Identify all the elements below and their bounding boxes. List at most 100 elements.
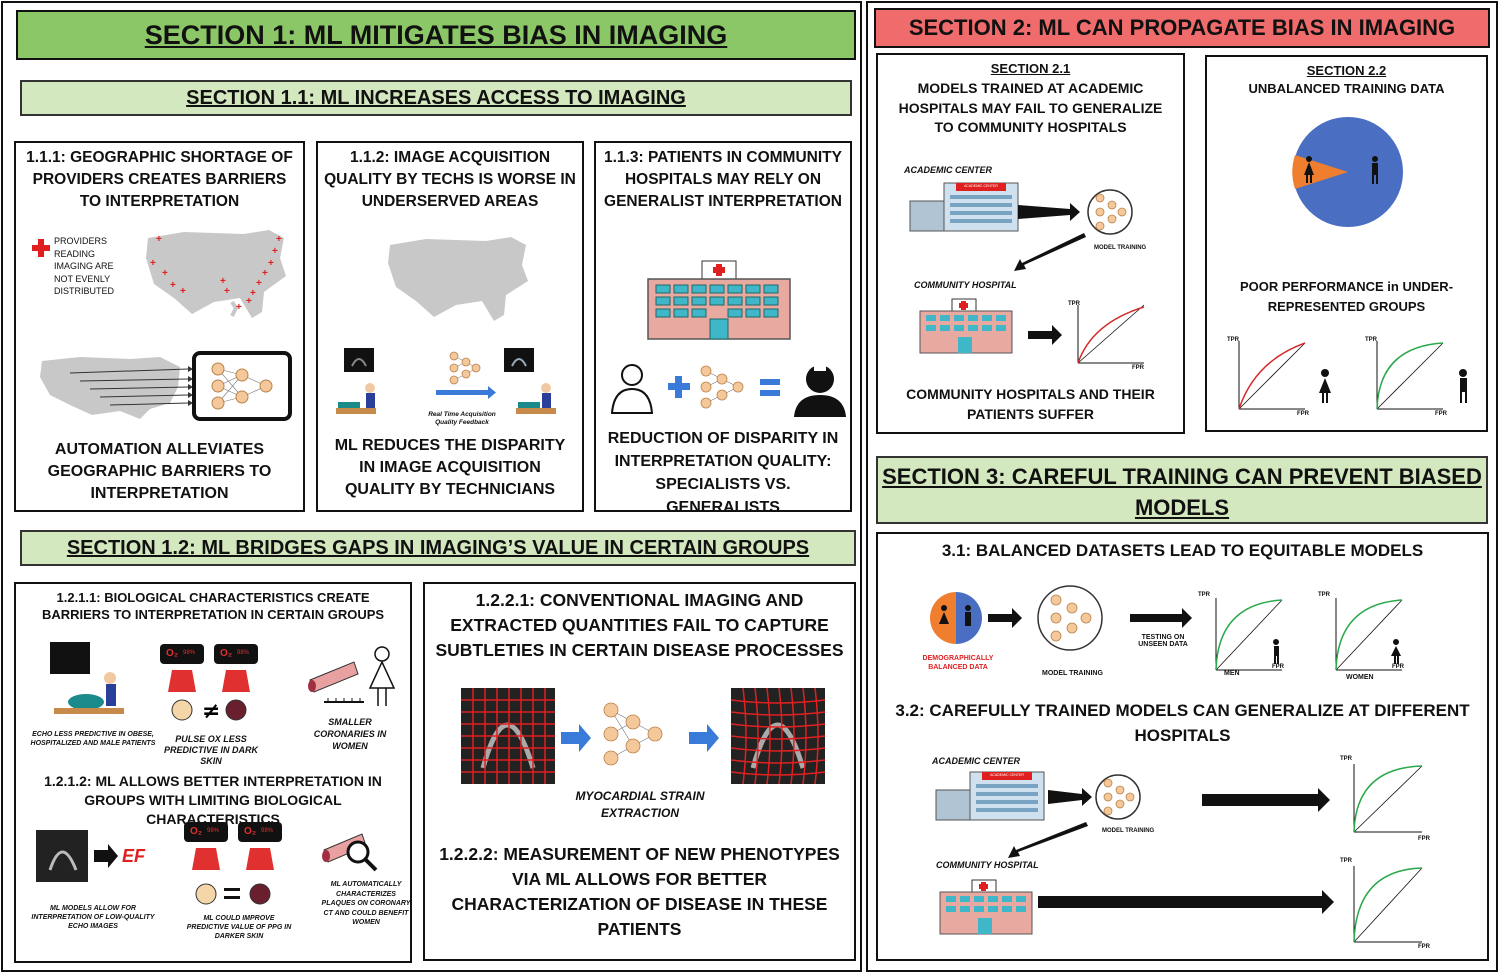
box-2-1-head: SECTION 2.1: [990, 61, 1071, 76]
svg-text:+: +: [220, 276, 226, 287]
fpr-label-22b: FPR: [1435, 411, 1447, 417]
community-hospital-label-3: COMMUNITY HOSPITAL: [936, 860, 1039, 870]
o2-label-4: O₂: [244, 826, 257, 837]
o2-value-4: 98%: [261, 828, 274, 834]
testing-label: TESTING ON UNSEEN DATA: [1138, 634, 1188, 648]
tpr-label-3c: TPR: [1340, 756, 1352, 762]
pulse-ox-dark-skin-icon: ≠: [160, 644, 258, 724]
box-2-1: SECTION 2.1 MODELS TRAINED AT ACADEMIC H…: [876, 53, 1185, 434]
svg-text:+: +: [246, 296, 252, 307]
svg-text:+: +: [170, 280, 176, 291]
ef-label: EF: [122, 846, 146, 866]
box-1-2-1-2-title: 1.2.1.2: ML ALLOWS BETTER INTERPRETATION…: [44, 773, 382, 827]
map-to-network-diagram: [40, 351, 292, 421]
coronary-woman-icon: [308, 646, 396, 706]
obese-echo-patient-icon: [50, 642, 124, 714]
balanced-training-flow: [988, 585, 1192, 651]
providers-legend: PROVIDERS READING IMAGING ARE NOT EVENLY…: [54, 236, 115, 296]
roc-chart-men-good: [1376, 341, 1467, 410]
roc-chart-women-poor: [1238, 341, 1331, 410]
model-training-label-2: MODEL TRAINING: [1042, 670, 1103, 677]
fpr-label-3b: FPR: [1392, 664, 1404, 670]
academic-center-label: ACADEMIC CENTER: [904, 165, 993, 175]
community-hospital-label: COMMUNITY HOSPITAL: [914, 280, 1017, 290]
academic-sign: ACADEMIC CENTER: [964, 184, 998, 188]
o2-label-1: O₂: [166, 648, 179, 659]
section-1-title: SECTION 1: ML MITIGATES BIAS IN IMAGING: [144, 20, 728, 50]
svg-text:+: +: [250, 288, 256, 299]
tpr-label-22a: TPR: [1227, 337, 1239, 343]
academic-center-building-3: [935, 771, 1045, 821]
academic-center-label-3: ACADEMIC CENTER: [932, 756, 1021, 766]
section-1-2-header: SECTION 1.2: ML BRIDGES GAPS IN IMAGING’…: [20, 530, 856, 566]
section-3-title: SECTION 3: CAREFUL TRAINING CAN PREVENT …: [882, 464, 1482, 520]
roc-chart-women: [1335, 598, 1403, 671]
box-3-1-title: 3.1: BALANCED DATASETS LEAD TO EQUITABLE…: [941, 541, 1424, 560]
coronary-caption: SMALLER CORONARIES IN WOMEN: [313, 717, 387, 751]
svg-text:≠: ≠: [202, 699, 220, 724]
box-3-2-title: 3.2: CAREFULLY TRAINED MODELS CAN GENERA…: [895, 701, 1470, 745]
fpr-label-22a: FPR: [1297, 411, 1309, 417]
box-2-2: SECTION 2.2 UNBALANCED TRAINING DATA POO…: [1205, 55, 1488, 432]
ml-echo-caption: ML MODELS ALLOW FOR INTERPRETATION OF LO…: [31, 905, 155, 930]
box-3: 3.1: BALANCED DATASETS LEAD TO EQUITABLE…: [876, 532, 1489, 961]
svg-text:+: +: [162, 268, 168, 279]
unbalanced-pie-chart: [1292, 117, 1403, 227]
model-training-label-1: MODEL TRAINING: [1094, 245, 1147, 251]
o2-value-3: 98%: [207, 828, 220, 834]
svg-text:+: +: [268, 258, 274, 269]
community-arrow: [1028, 325, 1062, 345]
section-1-1-header: SECTION 1.1: ML INCREASES ACCESS TO IMAG…: [20, 80, 852, 116]
ml-plaque-caption: ML AUTOMATICALLY CHARACTERIZES PLAQUES O…: [321, 881, 411, 926]
academic-sign-3: ACADEMIC CENTER: [990, 773, 1024, 777]
svg-text:+: +: [256, 278, 262, 289]
box-2-2-sub: POOR PERFORMANCE in UNDER-REPRESENTED GR…: [1239, 279, 1454, 314]
box-1-2-1: 1.2.1.1: BIOLOGICAL CHARACTERISTICS CREA…: [14, 582, 412, 963]
us-map-gray: [388, 237, 528, 321]
hospital-icon: [647, 260, 791, 340]
svg-text:+: +: [150, 258, 156, 269]
box-2-1-title: MODELS TRAINED AT ACADEMIC HOSPITALS MAY…: [898, 80, 1163, 135]
svg-text:+: +: [236, 302, 242, 313]
box-1-1-1-bottom: AUTOMATION ALLEVIATES GEOGRAPHIC BARRIER…: [47, 441, 272, 502]
us-map-providers: +++ +++ +++ +++ +++: [146, 230, 286, 318]
ml-echo-ef-icon: [36, 830, 118, 882]
box-1-1-3: 1.1.3: PATIENTS IN COMMUNITY HOSPITALS M…: [594, 141, 852, 516]
box-1-1-2-title: 1.1.2: IMAGE ACQUISITION QUALITY BY TECH…: [324, 149, 576, 210]
section-1-frame: [1, 1, 862, 972]
tpr-label-3b: TPR: [1318, 592, 1330, 598]
svg-text:+: +: [156, 234, 162, 245]
ml-ppg-icon: [184, 822, 282, 905]
community-hospital-building-3: [939, 879, 1033, 935]
section-1-2-title: SECTION 1.2: ML BRIDGES GAPS IN IMAGING’…: [66, 537, 810, 559]
roc-chart-community-3: [1353, 866, 1423, 943]
o2-label-2: O₂: [220, 648, 233, 659]
o2-value-2: 98%: [237, 650, 250, 656]
section-2-title: SECTION 2: ML CAN PROPAGATE BIAS IN IMAG…: [908, 15, 1456, 40]
box-1-2-2-1-title: 1.2.2.1: CONVENTIONAL IMAGING AND EXTRAC…: [435, 590, 844, 660]
feedback-label: Real Time Acquisition Quality Feedback: [428, 411, 496, 426]
red-cross-icon: [32, 239, 50, 257]
plaque-magnifier-icon: [322, 833, 378, 872]
box-1-1-1-title: 1.1.1: GEOGRAPHIC SHORTAGE OF PROVIDERS …: [26, 149, 293, 210]
academic-center-building: [909, 182, 1019, 232]
box-1-1-2: 1.1.2: IMAGE ACQUISITION QUALITY BY TECH…: [316, 141, 584, 512]
pulse-ox-caption: PULSE OX LESS PREDICTIVE IN DARK SKIN: [163, 734, 258, 766]
technician-feedback-diagram: [336, 348, 556, 414]
ml-ppg-caption: ML COULD IMPROVE PREDICTIVE VALUE OF PPG…: [186, 915, 292, 940]
svg-text:+: +: [262, 268, 268, 279]
roc-chart-community: [1077, 304, 1145, 364]
box-2-2-title: UNBALANCED TRAINING DATA: [1248, 81, 1445, 96]
box-2-1-bottom: COMMUNITY HOSPITALS AND THEIR PATIENTS S…: [906, 386, 1155, 422]
fpr-label-3a: FPR: [1272, 664, 1284, 670]
roc-chart-academic: [1353, 764, 1423, 833]
generalist-plus-ml-equals-specialist: [610, 364, 846, 417]
fpr-label-3d: FPR: [1418, 944, 1430, 950]
roc-chart-men: [1215, 598, 1283, 671]
tpr-label-22b: TPR: [1365, 337, 1377, 343]
svg-text:+: +: [224, 286, 230, 297]
box-1-2-2: 1.2.2.1: CONVENTIONAL IMAGING AND EXTRAC…: [423, 582, 856, 961]
box-1-1-3-title: 1.1.3: PATIENTS IN COMMUNITY HOSPITALS M…: [604, 149, 842, 210]
strain-extraction-diagram: [461, 687, 826, 785]
section-3-header: SECTION 3: CAREFUL TRAINING CAN PREVENT …: [876, 456, 1488, 524]
